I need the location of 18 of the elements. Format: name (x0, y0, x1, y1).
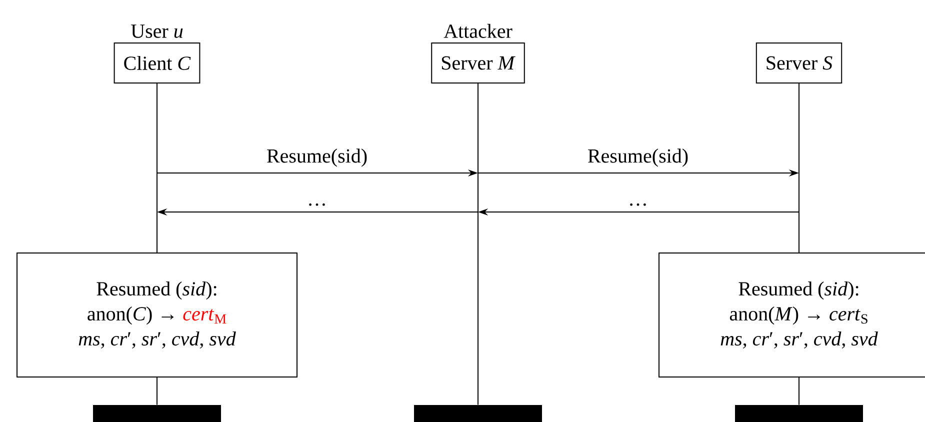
lifeline (156, 83, 158, 253)
end-bar (414, 405, 542, 422)
participant-box: Server M (431, 42, 525, 84)
participant-box: Client C (114, 42, 200, 84)
lifeline (798, 83, 800, 253)
state-box: Resumed (sid): anon(M) → cert$_{S}$ ms, cr′, sr′, cvd, svd (658, 252, 925, 378)
participant-label: User u (131, 24, 183, 38)
participant-box: Server S (756, 42, 842, 84)
state-box: Resumed (sid): anon(C) → cert$_{M}$ ms, cr′, sr′, cvd, svd (16, 252, 298, 378)
end-bar (93, 405, 221, 422)
lifeline (156, 377, 158, 406)
end-bar (735, 405, 863, 422)
message-label: … (630, 203, 646, 206)
message-label: Resume(sid) (267, 148, 367, 167)
message-label: … (309, 203, 325, 206)
participant-label: Attacker (444, 24, 512, 38)
message-label: Resume(sid) (588, 148, 688, 167)
lifeline (798, 377, 800, 406)
